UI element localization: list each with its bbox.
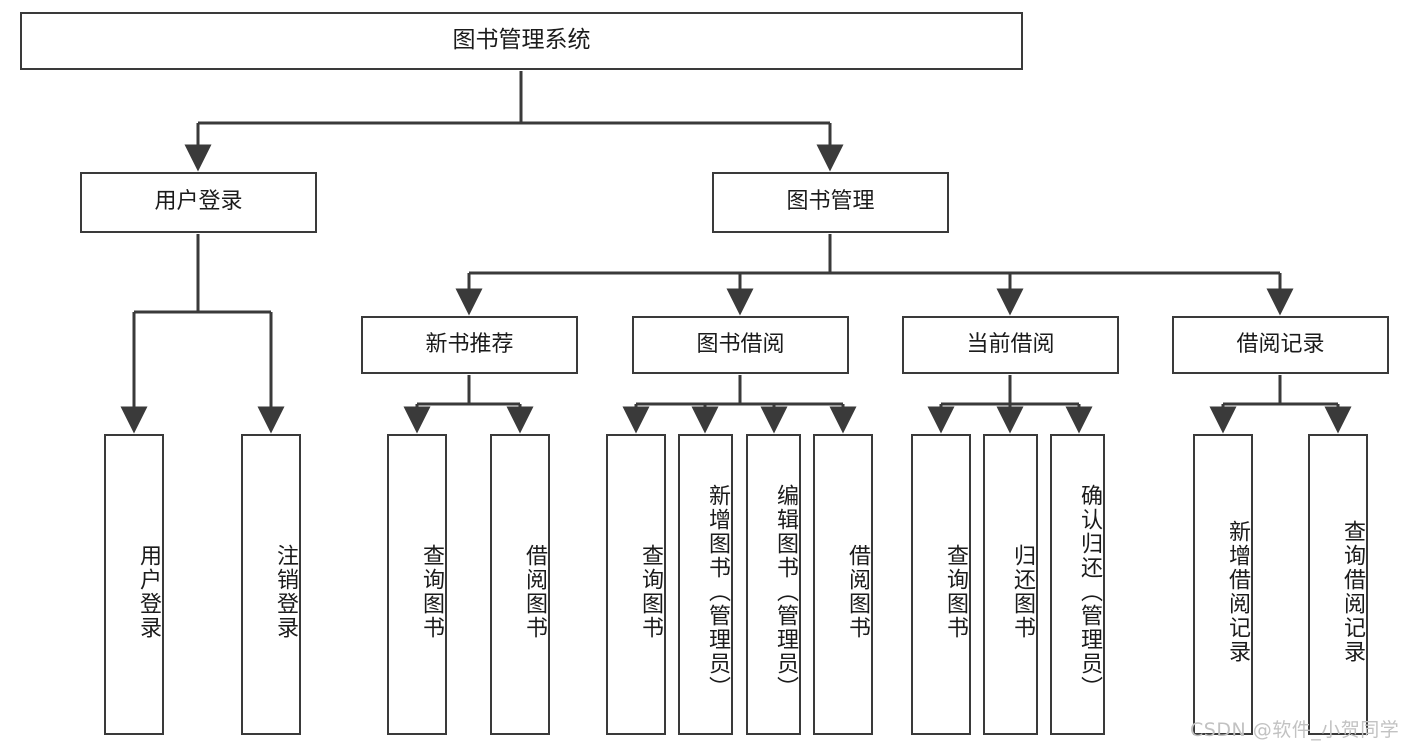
leaf-borrow-edit-book[interactable]: 编辑图书（管理员） [746, 434, 801, 735]
leaf-label: 借阅图书 [845, 543, 870, 640]
leaf-label: 查询借阅记录 [1340, 519, 1365, 664]
node-root[interactable]: 图书管理系统 [20, 12, 1023, 70]
leaf-current-confirm-return[interactable]: 确认归还（管理员） [1050, 434, 1105, 735]
leaf-label: 新增借阅记录 [1225, 519, 1250, 664]
node-book-manage[interactable]: 图书管理 [712, 172, 949, 233]
leaf-current-query-book[interactable]: 查询图书 [911, 434, 971, 735]
leaf-current-return-book[interactable]: 归还图书 [983, 434, 1038, 735]
node-book-borrow[interactable]: 图书借阅 [632, 316, 849, 374]
leaf-borrow-add-book[interactable]: 新增图书（管理员） [678, 434, 733, 735]
leaf-borrow-borrow-book[interactable]: 借阅图书 [813, 434, 873, 735]
leaf-label: 用户登录 [136, 543, 161, 640]
node-user-login[interactable]: 用户登录 [80, 172, 317, 233]
leaf-new-book-query[interactable]: 查询图书 [387, 434, 447, 735]
leaf-label: 查询图书 [419, 543, 444, 640]
node-new-book-recommend[interactable]: 新书推荐 [361, 316, 578, 374]
leaf-label: 查询图书 [638, 543, 663, 640]
leaf-record-query[interactable]: 查询借阅记录 [1308, 434, 1368, 735]
leaf-label: 注销登录 [273, 543, 298, 640]
node-current-borrow[interactable]: 当前借阅 [902, 316, 1119, 374]
leaf-label: 借阅图书 [522, 543, 547, 640]
csdn-watermark: CSDN @软件_小贺同学 [1190, 719, 1400, 741]
leaf-record-add[interactable]: 新增借阅记录 [1193, 434, 1253, 735]
leaf-new-book-borrow[interactable]: 借阅图书 [490, 434, 550, 735]
leaf-label: 查询图书 [943, 543, 968, 640]
leaf-user-login-login[interactable]: 用户登录 [104, 434, 164, 735]
leaf-user-login-logout[interactable]: 注销登录 [241, 434, 301, 735]
leaf-label: 归还图书 [1010, 543, 1035, 640]
leaf-label: 新增图书（管理员） [705, 483, 730, 700]
leaf-borrow-query-book[interactable]: 查询图书 [606, 434, 666, 735]
leaf-label: 编辑图书（管理员） [773, 483, 798, 700]
node-borrow-record[interactable]: 借阅记录 [1172, 316, 1389, 374]
leaf-label: 确认归还（管理员） [1077, 483, 1102, 700]
